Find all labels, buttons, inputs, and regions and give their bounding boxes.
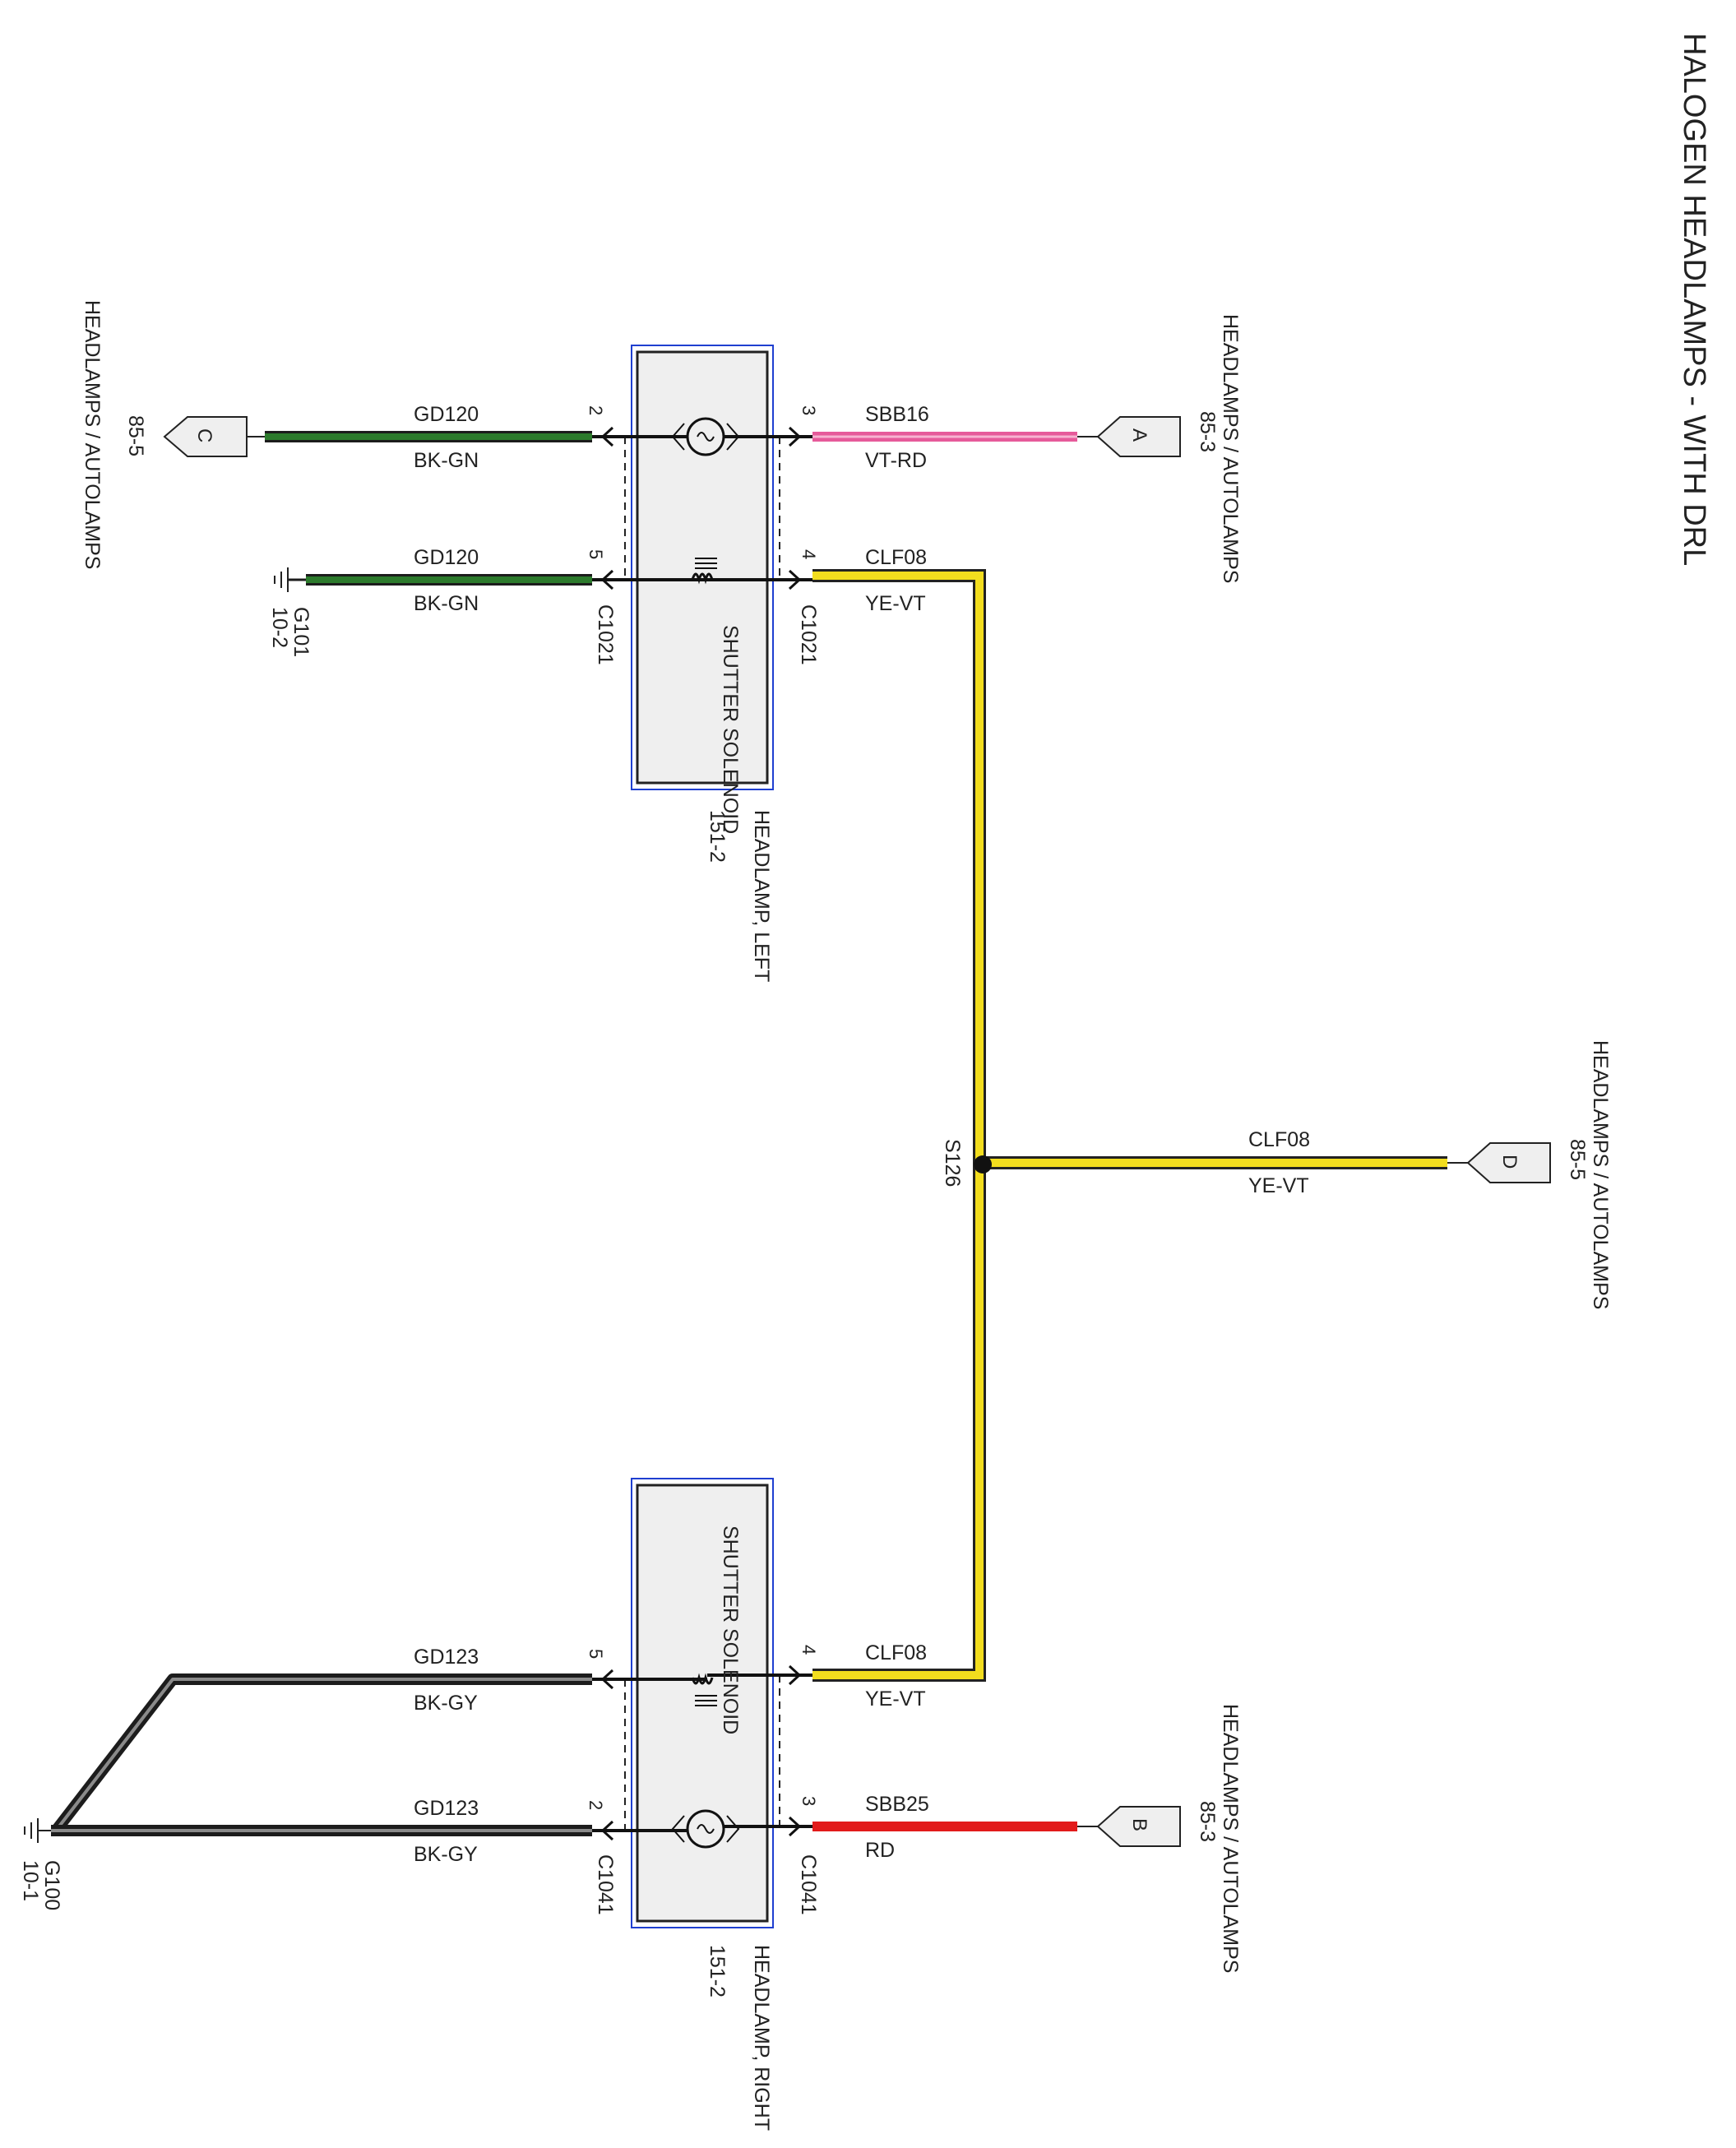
headlamp-right-solenoid-label: SHUTTER SOLENOID [719,1525,742,1734]
wire-label-circuit: GD123 [414,1646,479,1669]
headlamp-left-page: 151-2 [706,810,729,863]
solenoid-coil-icon [691,558,717,585]
ground-g101-page: 10-2 [268,607,291,648]
wire-label-circuit: SBB16 [865,403,929,426]
solenoid-coil-icon [691,1673,717,1706]
wire-label-color: BK-GN [414,592,479,615]
headlamp-left-name: HEADLAMP, LEFT [750,810,773,982]
connector-d-letter: D [1498,1155,1521,1169]
ground-g100-name: G100 [40,1860,63,1910]
wire-label-circuit: GD120 [414,403,479,426]
wire-label-circuit: CLF08 [1248,1128,1310,1151]
ground-g101-name: G101 [289,607,312,657]
headlamp-left-component[interactable] [592,345,812,790]
connector-d-page: 85-5 [1566,1139,1589,1180]
wire-label-circuit: GD123 [414,1797,479,1820]
connector-a[interactable]: A [1077,416,1181,457]
pin-number: 5 [586,1649,606,1659]
diagram-title: HALOGEN HEADLAMPS - WITH DRL [1677,33,1711,566]
headlamp-right-name: HEADLAMP, RIGHT [750,1945,773,2131]
wire-label-circuit: GD120 [414,546,479,569]
wire-label-circuit: CLF08 [865,1641,927,1664]
connector-d[interactable]: D [1447,1142,1551,1183]
splice-label: S126 [941,1139,964,1187]
connector-c-page: 85-5 [124,415,147,456]
connector-b[interactable]: B [1077,1806,1181,1847]
connector-a-page: 85-3 [1196,411,1219,452]
pin-number: 4 [799,549,819,559]
wire-label-color: BK-GY [414,1843,478,1866]
wire-label-circuit: CLF08 [865,546,927,569]
connector-c-letter: C [193,428,215,442]
pin-number: 2 [586,1800,606,1810]
ground-g100-page: 10-1 [19,1860,42,1901]
wire-clf08-trunk [812,569,986,1682]
headlamp-left-solenoid-label: SHUTTER SOLENOID [719,625,742,834]
ground-g101-icon [274,567,289,592]
connector-a-letter: A [1128,428,1150,442]
pin-number: 3 [799,405,819,415]
wire-gd123-pin5 [51,1673,592,1835]
headlamp-right-page: 151-2 [706,1945,729,1998]
headlamp-right-connector-left: C1041 [594,1854,617,1915]
pin-number: 4 [799,1645,819,1655]
connector-d-reference: HEADLAMPS / AUTOLAMPS [1589,1040,1612,1309]
headlamp-left-connector-left: C1021 [594,604,617,665]
connector-c-reference: HEADLAMPS / AUTOLAMPS [81,300,104,569]
wire-label-color: YE-VT [1248,1174,1309,1197]
wire-label-color: YE-VT [865,592,926,615]
connector-a-reference: HEADLAMPS / AUTOLAMPS [1219,314,1242,583]
headlamp-left-connector-right: C1021 [797,604,820,665]
connector-b-reference: HEADLAMPS / AUTOLAMPS [1219,1704,1242,1973]
splice-s126 [974,1155,992,1174]
connector-b-page: 85-3 [1196,1801,1219,1842]
ground-g100-icon [24,1818,51,1843]
wire-label-color: VT-RD [865,449,927,472]
wire-label-circuit: SBB25 [865,1793,929,1816]
wire-label-color: YE-VT [865,1687,926,1711]
pin-number: 5 [586,549,606,559]
connector-c[interactable]: C [163,416,265,457]
pin-number: 3 [799,1796,819,1806]
connector-b-letter: B [1128,1818,1150,1831]
wire-label-color: RD [865,1839,895,1862]
headlamp-right-connector-right: C1041 [797,1854,820,1915]
wire-label-color: BK-GN [414,449,479,472]
wire-label-color: BK-GY [414,1692,478,1715]
headlamp-right-component[interactable] [592,1478,812,1928]
pin-number: 2 [586,405,606,415]
